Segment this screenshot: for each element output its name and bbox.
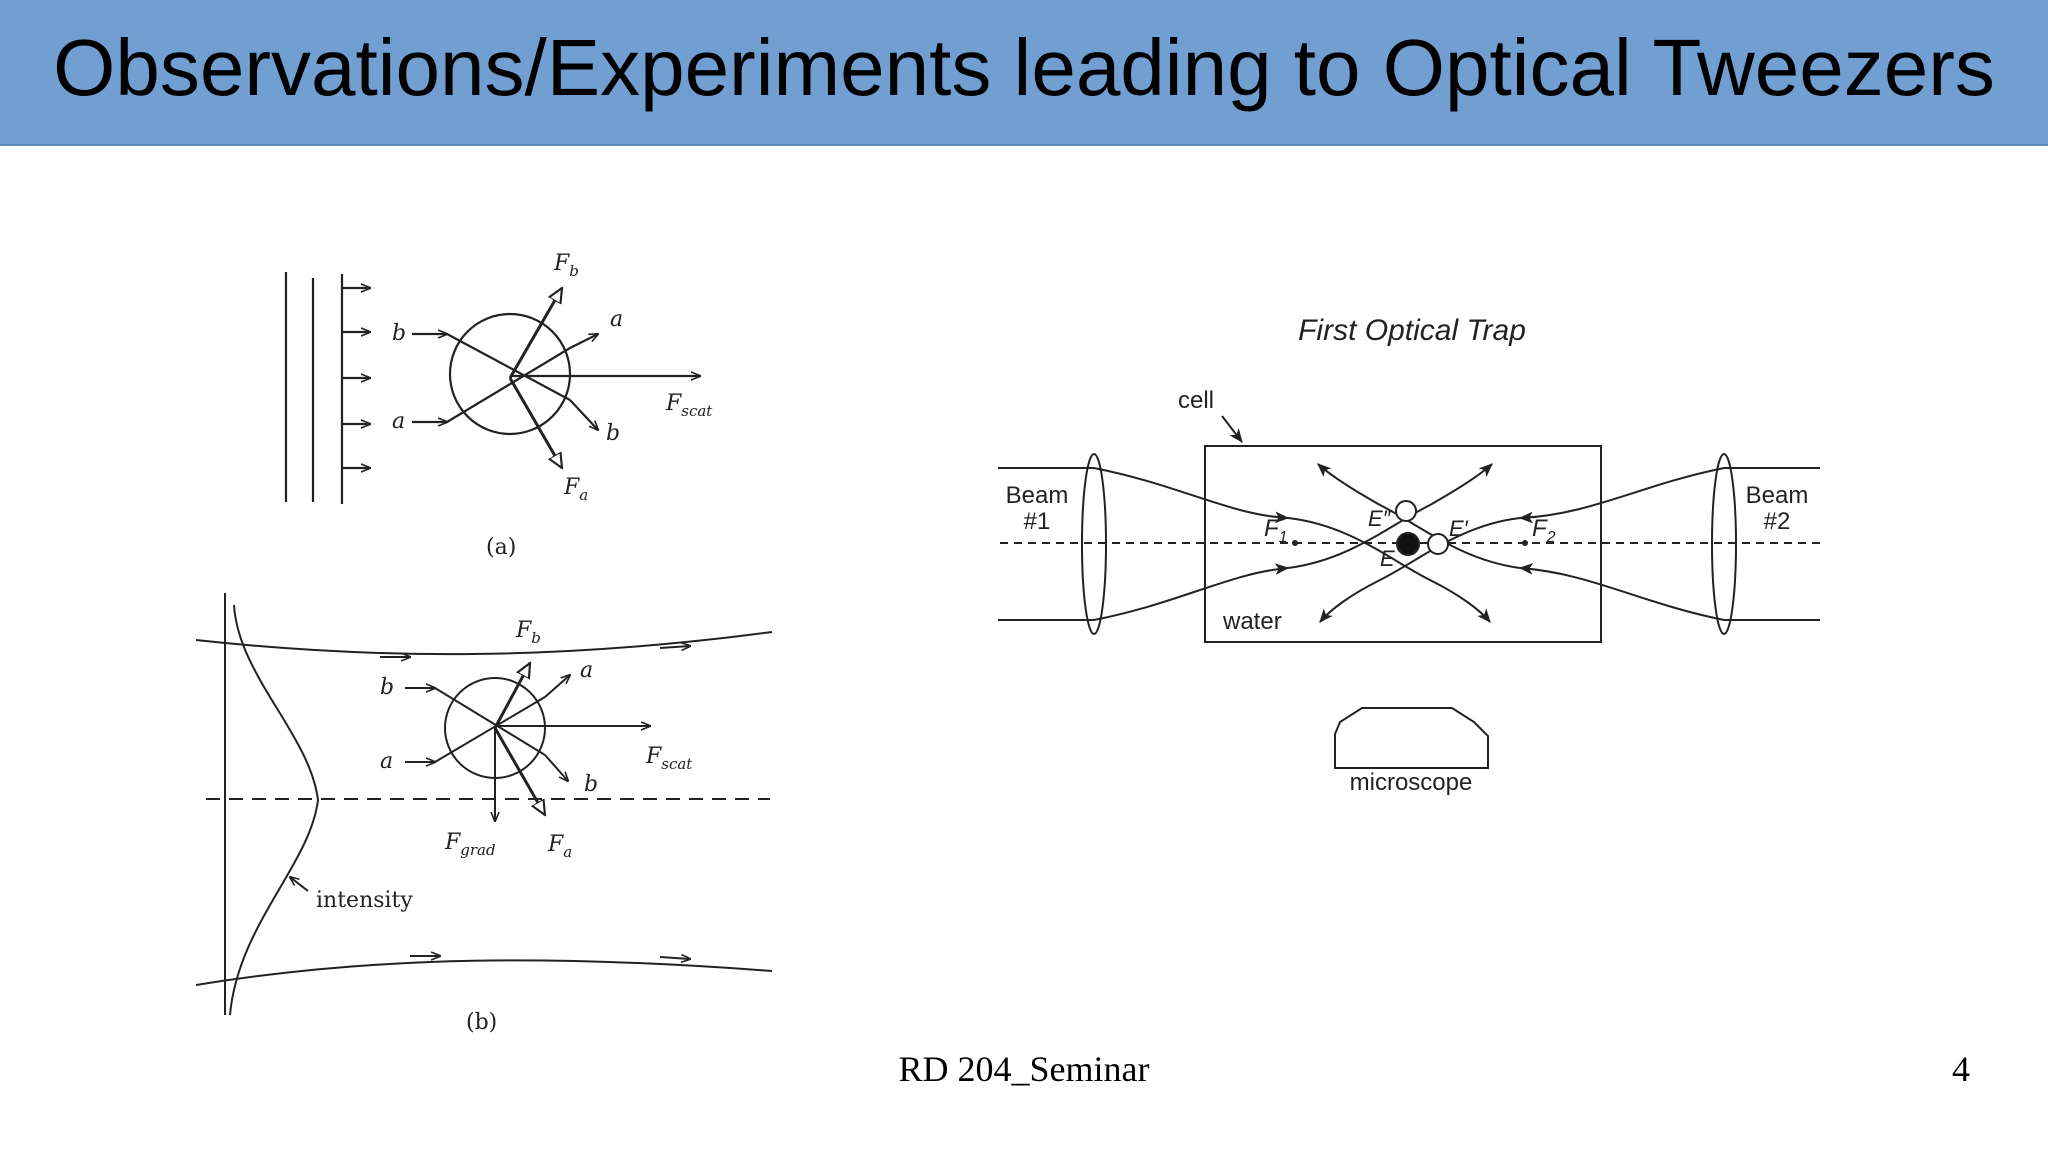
equilibrium-label: E: [1380, 546, 1395, 571]
ray-a-out-label: a: [580, 658, 593, 683]
force-b-label: Fb: [553, 251, 579, 280]
focus2-label: F2: [1532, 515, 1556, 546]
ray-b-in-label: b: [380, 675, 394, 700]
slide-title: Observations/Experiments leading to Opti…: [53, 23, 1995, 112]
force-a-label: Fa: [547, 832, 572, 861]
slide-footer: RD 204_Seminar: [898, 1049, 1150, 1089]
focus1-label: F1: [1264, 515, 1288, 546]
beam-edge-bottom: [195, 959, 773, 986]
force-a-label: Fa: [563, 475, 588, 504]
microscope-label: microscope: [1350, 769, 1473, 796]
beam2-line1: Beam: [1746, 482, 1809, 509]
figure-a-diagram: Fb a b a b Fscat Fa (a): [284, 251, 713, 560]
beam2-line2: #2: [1764, 508, 1791, 535]
beam1-line2: #1: [1024, 508, 1051, 535]
microscope-shape: [1334, 707, 1489, 769]
figure-a-caption: (a): [486, 535, 516, 560]
particle-e-double-prime: [1395, 500, 1417, 522]
intensity-label: intensity: [316, 888, 413, 913]
ray-a-in-label: a: [380, 749, 393, 774]
cell-label: cell: [1178, 387, 1214, 414]
figure-b-diagram: Fb a b a b Fscat Fgrad Fa intensity (b): [195, 593, 773, 1035]
title-bar: Observations/Experiments leading to Opti…: [0, 0, 2048, 146]
page-number: 4: [1952, 1049, 1970, 1089]
force-scat-label: Fscat: [645, 744, 693, 773]
particle-e-prime: [1427, 533, 1449, 555]
particle-e: [1396, 532, 1420, 556]
water-label: water: [1222, 608, 1282, 635]
beam-edge-top: [195, 631, 773, 656]
trap-title: First Optical Trap: [1298, 314, 1526, 347]
first-optical-trap-diagram: First Optical Trap cell: [998, 314, 1820, 796]
force-b-label: Fb: [515, 618, 541, 647]
ray-b-out-label: b: [606, 421, 620, 446]
beam1-line1: Beam: [1006, 482, 1069, 509]
figure-b-caption: (b): [466, 1010, 497, 1035]
equilibrium-double-prime-label: E″: [1368, 506, 1392, 531]
particle-sphere: [448, 312, 572, 436]
ray-a-out-label: a: [610, 307, 623, 332]
intensity-profile-curve: [229, 604, 320, 1016]
force-grad-label: Fgrad: [444, 830, 496, 859]
ray-a-in-label: a: [392, 409, 405, 434]
equilibrium-prime-label: E′: [1449, 516, 1469, 541]
ray-b-out-label: b: [584, 772, 598, 797]
ray-b-in-label: b: [392, 321, 406, 346]
cell-box: [1204, 445, 1602, 643]
force-scat-label: Fscat: [665, 391, 713, 420]
